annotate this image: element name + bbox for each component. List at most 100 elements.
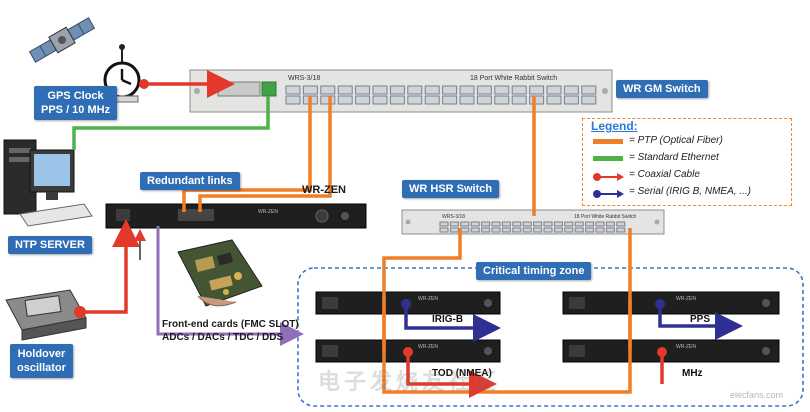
switch-port: [476, 95, 492, 105]
switch-port: [481, 227, 491, 233]
hsr-switch-model: WRS-3/18: [442, 214, 465, 220]
switch-port: [439, 227, 449, 233]
switch-port: [616, 227, 626, 233]
legend-text-ethernet: = Standard Ethernet: [629, 152, 719, 163]
switch-port: [595, 221, 605, 227]
switch-port: [442, 95, 458, 105]
frontend-label-line1: Front-end cards (FMC SLOT): [162, 319, 299, 330]
switch-port: [355, 85, 371, 95]
switch-port: [476, 85, 492, 95]
switch-port: [407, 85, 423, 95]
zen-main-model: WR-ZEN: [258, 209, 278, 215]
switch-port: [302, 85, 318, 95]
hsr-switch-caption: 18 Port White Rabbit Switch: [574, 214, 636, 220]
zen-unit-label-4: WR-ZEN: [676, 344, 696, 350]
switch-port: [546, 85, 562, 95]
switch-port: [546, 95, 562, 105]
zen-unit-bottom-right: [562, 339, 780, 363]
switch-port: [442, 85, 458, 95]
switch-port: [553, 227, 563, 233]
switch-port: [460, 221, 470, 227]
frontend-label: Front-end cards (FMC SLOT) ADCs / DACs /…: [162, 318, 299, 344]
switch-port: [460, 227, 470, 233]
ntp-server-icon: [3, 139, 93, 227]
switch-port: [529, 85, 545, 95]
switch-port: [459, 95, 475, 105]
switch-port: [574, 227, 584, 233]
switch-port: [581, 85, 597, 95]
switch-port: [533, 227, 543, 233]
gps-clock-label-line2: PPS / 10 MHz: [41, 104, 111, 116]
switch-port: [470, 221, 480, 227]
switch-port: [529, 95, 545, 105]
switch-port: [512, 227, 522, 233]
switch-port: [491, 221, 501, 227]
switch-port: [543, 227, 553, 233]
switch-port: [449, 221, 459, 227]
mhz-label: MHz: [682, 368, 703, 379]
switch-port: [355, 95, 371, 105]
switch-port: [533, 221, 543, 227]
switch-port: [320, 85, 336, 95]
satellite-icon: [28, 17, 96, 63]
irig-b-label: IRIG-B: [432, 314, 464, 325]
switch-port: [389, 95, 405, 105]
gps-clock-label: GPS Clock PPS / 10 MHz: [34, 86, 118, 120]
switch-port: [581, 95, 597, 105]
wr-hsr-switch-label: WR HSR Switch: [402, 180, 500, 198]
switch-port: [512, 221, 522, 227]
holdover-label-line2: oscillator: [17, 362, 66, 374]
switch-port: [585, 227, 595, 233]
gm-switch-caption: 18 Port White Rabbit Switch: [470, 75, 557, 82]
switch-port: [585, 221, 595, 227]
switch-port: [407, 95, 423, 105]
switch-port: [501, 227, 511, 233]
ptp-redundant-link-2: [198, 96, 332, 212]
holdover-oscillator-icon: [5, 289, 87, 341]
switch-port: [605, 221, 615, 227]
switch-port: [372, 95, 388, 105]
switch-port: [522, 221, 532, 227]
legend-text-coax: = Coaxial Cable: [629, 169, 700, 180]
wr-zen-main-device: [105, 203, 367, 229]
zen-unit-label-1: WR-ZEN: [418, 296, 438, 302]
switch-port: [285, 85, 301, 95]
switch-port: [337, 95, 353, 105]
fmc-link: [156, 226, 304, 346]
hsr-switch-ports: [439, 221, 626, 233]
coax-holdover-to-zen: [80, 219, 140, 314]
switch-port: [564, 227, 574, 233]
switch-port: [543, 221, 553, 227]
switch-port: [511, 95, 527, 105]
switch-port: [285, 95, 301, 105]
legend: Legend: = PTP (Optical Fiber) = Standard…: [582, 118, 792, 206]
redundant-links-label: Redundant links: [140, 172, 240, 190]
switch-port: [501, 221, 511, 227]
watermark-text: 电子发烧友社区: [318, 370, 501, 395]
zen-unit-label-2: WR-ZEN: [418, 344, 438, 350]
irig-b-output: [404, 304, 501, 342]
pps-label: PPS: [690, 314, 711, 325]
tod-label: TOD (NMEA): [432, 368, 492, 379]
gm-switch-model: WRS-3/18: [288, 75, 320, 82]
switch-port: [424, 95, 440, 105]
switch-port: [605, 227, 615, 233]
switch-port: [616, 221, 626, 227]
switch-port: [481, 221, 491, 227]
switch-port: [563, 85, 579, 95]
ntp-server-label: NTP SERVER: [8, 236, 92, 254]
ptp-redundant-link-1: [182, 96, 312, 212]
switch-port: [389, 85, 405, 95]
holdover-label: Holdover oscillator: [10, 344, 73, 378]
legend-text-serial: = Serial (IRIG B, NMEA, ...): [629, 186, 751, 197]
switch-port: [320, 95, 336, 105]
legend-swatch-ethernet: [593, 156, 623, 161]
legend-swatch-serial: [593, 190, 624, 198]
switch-port: [494, 85, 510, 95]
ptp-hsr-to-left: [382, 228, 462, 298]
switch-port: [470, 227, 480, 233]
switch-port: [574, 221, 584, 227]
switch-port: [564, 221, 574, 227]
switch-port: [563, 95, 579, 105]
gps-clock-label-line1: GPS Clock: [47, 90, 104, 102]
